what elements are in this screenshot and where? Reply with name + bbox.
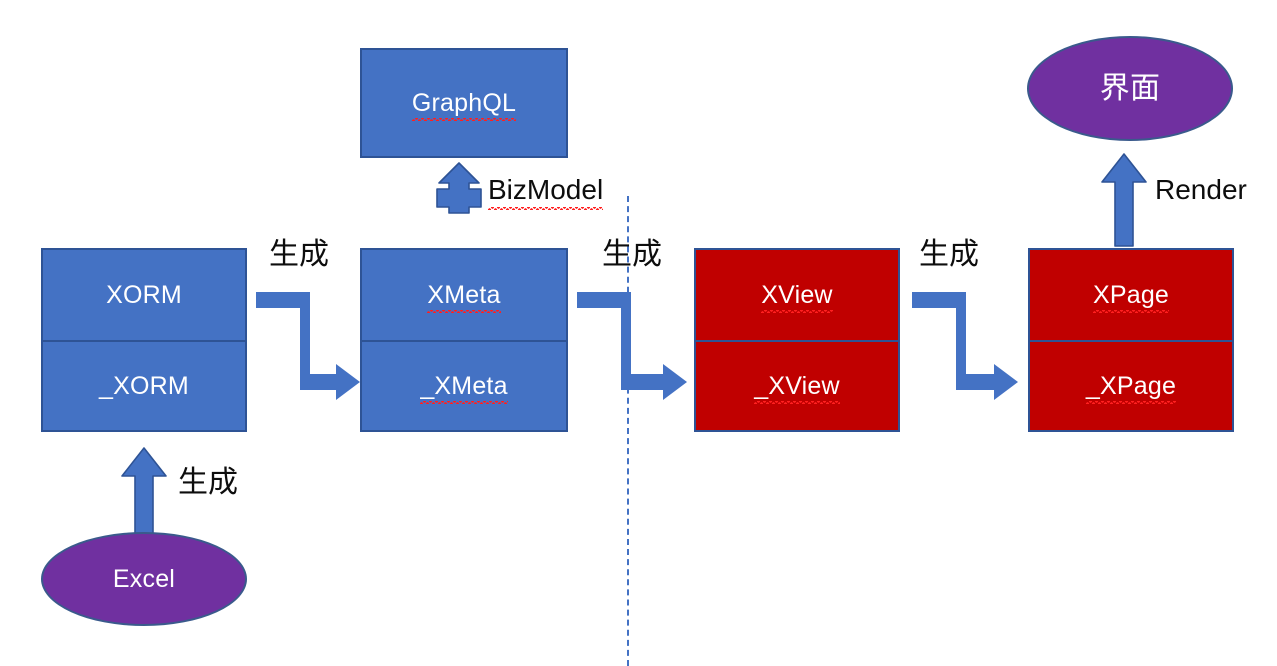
node-xpage-top: XPage [1030, 250, 1232, 340]
arrow-excel-to-xorm [121, 447, 167, 535]
edge-label-xorm-to-xmeta: 生成 [269, 238, 329, 271]
node-ui-label: 界面 [1099, 71, 1161, 105]
node-xorm-bottom: _XORM [43, 340, 245, 430]
node-xmeta-top: XMeta [362, 250, 566, 340]
edge-label-render: Render [1155, 174, 1247, 205]
node-xorm-bottom-label: _XORM [99, 371, 189, 400]
node-xview-bottom-label: _XView [754, 371, 840, 404]
node-graphql[interactable]: GraphQL [360, 48, 568, 158]
edge-label-xview-to-xpage: 生成 [919, 238, 979, 271]
arrow-xpage-to-ui [1101, 153, 1147, 247]
node-xmeta[interactable]: XMeta _XMeta [360, 248, 568, 432]
backend-frontend-divider [627, 196, 629, 666]
node-xview[interactable]: XView _XView [694, 248, 900, 432]
node-xmeta-bottom-label: _XMeta [420, 371, 509, 404]
node-xmeta-bottom: _XMeta [362, 340, 566, 430]
node-xview-top-label: XView [761, 280, 834, 313]
node-xorm-top: XORM [43, 250, 245, 340]
node-xpage-bottom: _XPage [1030, 340, 1232, 430]
edge-label-xmeta-to-xview: 生成 [602, 238, 662, 271]
node-ui[interactable]: 界面 [1027, 36, 1233, 141]
arrow-xmeta-to-graphql [436, 162, 482, 214]
arrow-xmeta-to-xview [577, 292, 687, 400]
node-xorm[interactable]: XORM _XORM [41, 248, 247, 432]
node-excel[interactable]: Excel [41, 532, 247, 626]
node-graphql-label: GraphQL [411, 88, 517, 121]
node-xview-bottom: _XView [696, 340, 898, 430]
edge-label-excel-to-xorm: 生成 [178, 466, 238, 499]
arrow-xview-to-xpage [912, 292, 1018, 400]
node-xorm-top-label: XORM [106, 280, 182, 309]
node-xpage-top-label: XPage [1092, 280, 1170, 313]
edge-label-bizmodel: BizModel [488, 174, 604, 210]
node-xpage[interactable]: XPage _XPage [1028, 248, 1234, 432]
node-xpage-bottom-label: _XPage [1085, 371, 1177, 404]
arrow-xorm-to-xmeta [256, 292, 360, 400]
node-xview-top: XView [696, 250, 898, 340]
node-excel-label: Excel [112, 564, 176, 593]
node-xmeta-top-label: XMeta [427, 280, 501, 313]
